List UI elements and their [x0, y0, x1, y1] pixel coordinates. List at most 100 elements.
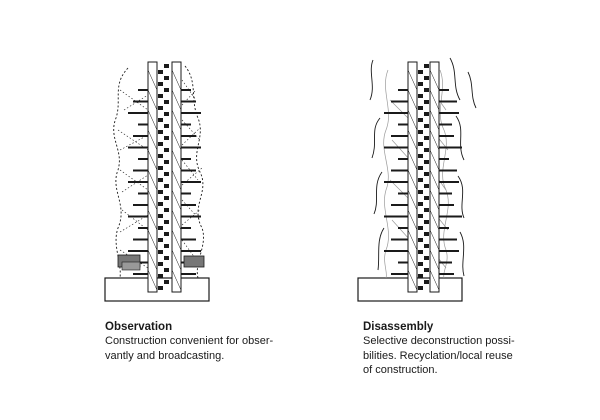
stair-step	[158, 106, 163, 110]
stair-step	[418, 94, 423, 98]
module-block-left-2	[121, 261, 141, 271]
stair-step	[164, 208, 169, 212]
stair-step	[158, 238, 163, 242]
stair-step	[424, 76, 429, 80]
caption-line: Construction convenient for obser-	[105, 335, 274, 347]
module-block-right	[183, 255, 205, 268]
stair-step	[424, 172, 429, 176]
stair-step	[164, 256, 169, 260]
observation-tower-diagram	[104, 61, 210, 302]
stair-step	[424, 64, 429, 68]
stair-step	[164, 112, 169, 116]
stair-step	[424, 208, 429, 212]
stair-step	[418, 202, 423, 206]
observation-caption: Observation Construction convenient for …	[105, 320, 305, 363]
stair-step	[158, 154, 163, 158]
stair-step	[164, 64, 169, 68]
stair-step	[418, 166, 423, 170]
stair-step	[424, 196, 429, 200]
stair-step	[158, 118, 163, 122]
stair-step	[158, 226, 163, 230]
stair-step	[418, 238, 423, 242]
stair-step	[158, 94, 163, 98]
stair-core	[418, 64, 429, 290]
caption-line: vantly and broadcasting.	[105, 349, 225, 362]
stair-step	[158, 130, 163, 134]
stair-step	[424, 220, 429, 224]
stair-step	[424, 232, 429, 236]
stair-step	[418, 142, 423, 146]
observation-panel: Observation Construction convenient for …	[104, 61, 273, 362]
stair-step	[164, 232, 169, 236]
stair-step	[418, 214, 423, 218]
stair-step	[424, 100, 429, 104]
stair-step	[164, 172, 169, 176]
stair-step	[424, 160, 429, 164]
floor-slabs	[384, 89, 462, 275]
stair-step	[418, 130, 423, 134]
stair-step	[164, 100, 169, 104]
core-column-left	[407, 61, 418, 293]
stair-step	[158, 286, 163, 290]
stair-step	[158, 250, 163, 254]
stair-step	[164, 76, 169, 80]
stair-step	[158, 262, 163, 266]
stair-step	[158, 166, 163, 170]
stair-step	[164, 184, 169, 188]
stair-step	[164, 124, 169, 128]
stair-step	[418, 286, 423, 290]
core-column-right	[429, 61, 440, 293]
envelope-right-outline	[184, 65, 204, 279]
stair-core	[158, 64, 169, 290]
stair-step	[158, 142, 163, 146]
stair-step	[418, 262, 423, 266]
stair-step	[418, 274, 423, 278]
core-column-left	[147, 61, 158, 293]
stair-step	[164, 160, 169, 164]
caption-title: Observation	[105, 321, 173, 333]
stair-step	[424, 268, 429, 272]
stair-step	[424, 148, 429, 152]
stair-step	[158, 274, 163, 278]
disassembly-panel: Disassembly Selective deconstruction pos…	[300, 0, 600, 420]
stair-step	[158, 70, 163, 74]
stair-step	[164, 148, 169, 152]
stair-step	[418, 250, 423, 254]
caption-line: bilities. Recyclation/local reuse	[363, 349, 513, 362]
stair-step	[164, 88, 169, 92]
stair-step	[424, 256, 429, 260]
stair-step	[418, 106, 423, 110]
disassembly-tower-diagram	[357, 57, 477, 302]
stair-step	[424, 124, 429, 128]
stair-step	[424, 184, 429, 188]
caption-title: Disassembly	[363, 321, 434, 333]
stair-step	[164, 220, 169, 224]
stair-step	[158, 214, 163, 218]
scattered-envelope-fragments	[369, 57, 477, 277]
caption-line: of construction.	[363, 364, 438, 376]
stair-step	[158, 202, 163, 206]
stair-step	[164, 280, 169, 284]
stair-step	[158, 82, 163, 86]
envelope-left-outline	[113, 67, 129, 279]
stair-step	[418, 70, 423, 74]
floor-slabs	[128, 89, 201, 275]
stair-step	[418, 154, 423, 158]
core-column-right	[171, 61, 182, 293]
stair-step	[418, 226, 423, 230]
stair-step	[418, 178, 423, 182]
stair-step	[424, 112, 429, 116]
stair-step	[424, 244, 429, 248]
stair-step	[158, 190, 163, 194]
stair-step	[418, 118, 423, 122]
stair-step	[418, 82, 423, 86]
stair-step	[418, 190, 423, 194]
stair-step	[164, 244, 169, 248]
stair-step	[164, 268, 169, 272]
stair-step	[164, 136, 169, 140]
stair-step	[158, 178, 163, 182]
stair-step	[424, 88, 429, 92]
stair-step	[424, 280, 429, 284]
stair-step	[164, 196, 169, 200]
caption-line: Selective deconstruction possi-	[363, 335, 515, 347]
